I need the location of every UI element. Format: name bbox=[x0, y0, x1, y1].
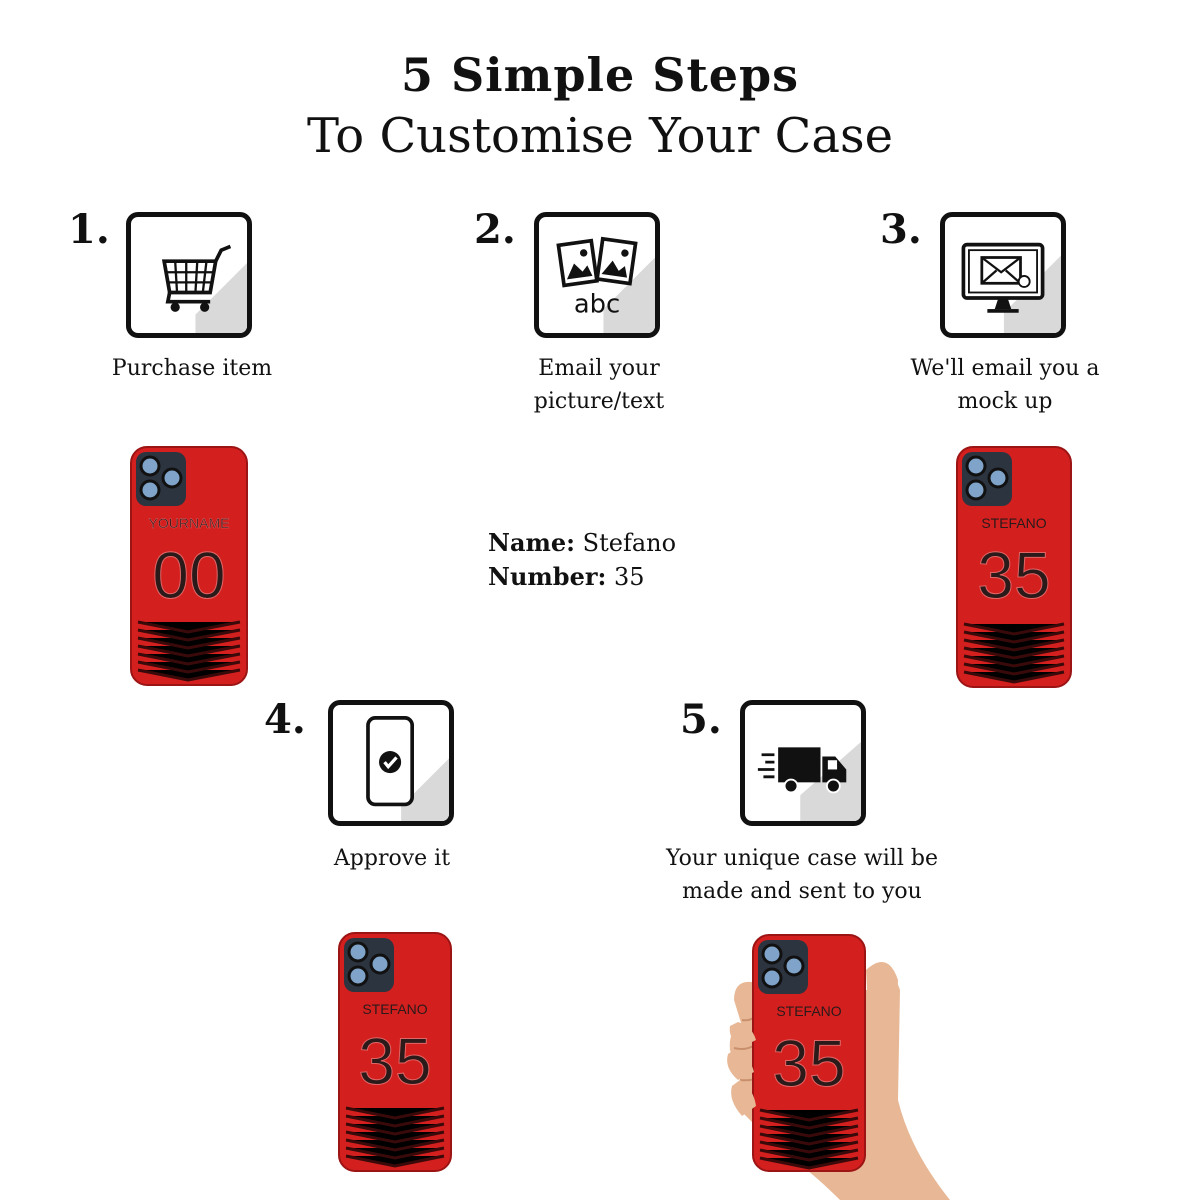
mockup-number-text: 35 bbox=[977, 538, 1050, 612]
step-2-number: 2. bbox=[474, 206, 516, 253]
step-3-caption: We'll email you a mock up bbox=[910, 356, 1100, 414]
phone-case-mockup: STEFANO 35 bbox=[956, 446, 1072, 688]
step-2-caption: Email your picture/text bbox=[533, 356, 665, 414]
step-5-number: 5. bbox=[680, 696, 722, 743]
phone-case-template: YOURNAME 00 bbox=[130, 446, 248, 686]
page-subtitle: To Customise Your Case bbox=[307, 108, 893, 164]
final-name-text: STEFANO bbox=[362, 1001, 427, 1017]
step-2-icon-box: abc bbox=[534, 212, 660, 338]
step-3-icon-box bbox=[940, 212, 1066, 338]
name-line: Name: Stefano bbox=[488, 528, 677, 557]
step-3-number: 3. bbox=[880, 206, 922, 253]
photos-text-icon: abc bbox=[556, 236, 655, 333]
template-number-text: 00 bbox=[152, 538, 225, 612]
page-title: 5 Simple Steps bbox=[400, 48, 800, 102]
customisation-details: Name: Stefano Number: 35 bbox=[488, 526, 676, 594]
step-4-number: 4. bbox=[264, 696, 306, 743]
mockup-name-text: STEFANO bbox=[981, 515, 1046, 531]
step-4-caption: Approve it bbox=[333, 846, 451, 871]
hand-phone-number-text: 35 bbox=[772, 1026, 845, 1100]
final-number-text: 35 bbox=[358, 1024, 431, 1098]
step-1-icon-box bbox=[126, 212, 252, 338]
step-1-caption: Purchase item bbox=[111, 356, 273, 381]
phone-in-hand: STEFANO 35 bbox=[720, 930, 970, 1204]
hand-phone-name-text: STEFANO bbox=[776, 1003, 841, 1019]
step-1-number: 1. bbox=[68, 206, 110, 253]
number-line: Number: 35 bbox=[488, 562, 645, 591]
step-4-icon-box bbox=[328, 700, 454, 826]
phone-case-final: STEFANO 35 bbox=[338, 932, 452, 1172]
phone-check-icon bbox=[366, 716, 449, 821]
photos-text-label: abc bbox=[574, 290, 620, 320]
step-5-icon-box bbox=[740, 700, 866, 826]
step-5-caption: Your unique case will be made and sent t… bbox=[666, 846, 938, 904]
monitor-email-icon bbox=[961, 242, 1061, 333]
template-name-text: YOURNAME bbox=[149, 515, 230, 531]
shopping-cart-icon bbox=[161, 244, 247, 333]
delivery-truck-icon bbox=[757, 741, 861, 821]
